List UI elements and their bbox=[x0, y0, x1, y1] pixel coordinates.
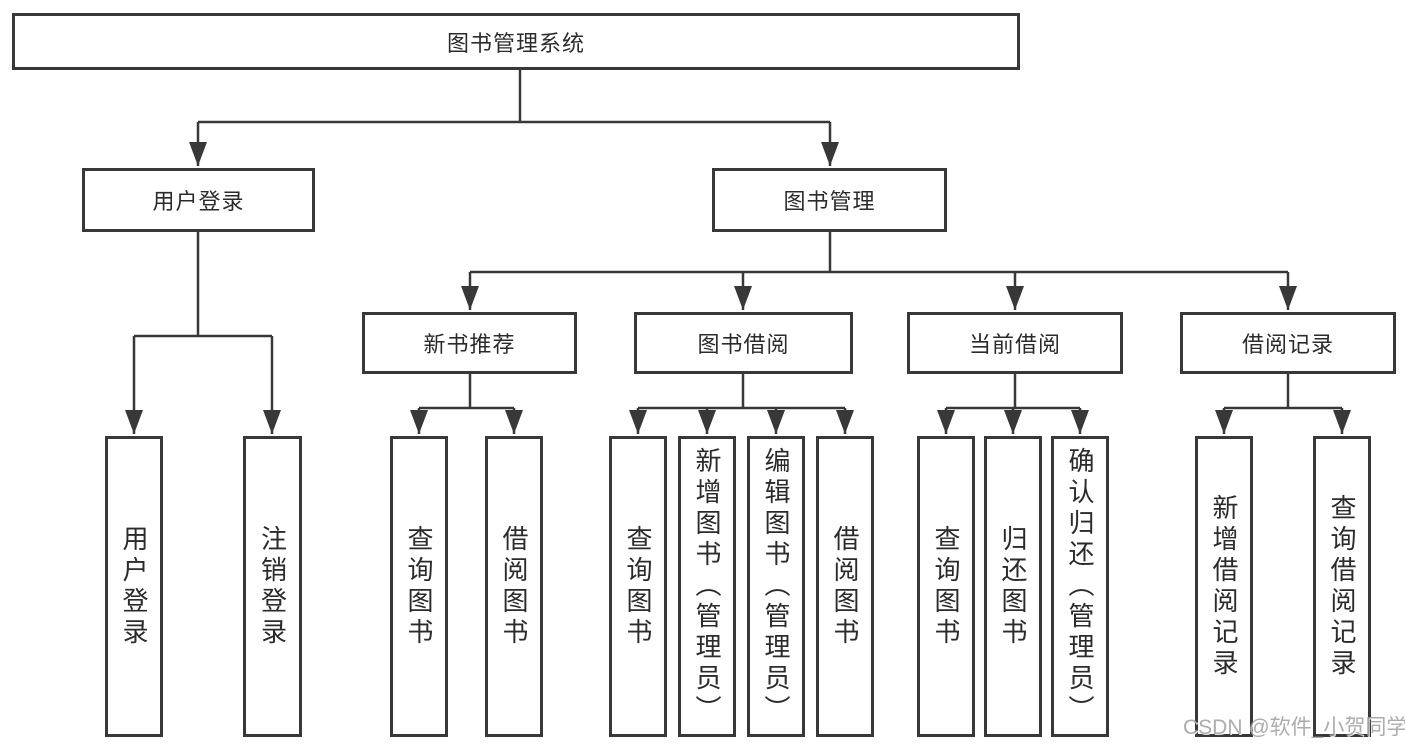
node-label: 借阅图书 bbox=[830, 524, 860, 649]
node-label: 新增图书（管理员） bbox=[692, 447, 722, 726]
node-label: 新书推荐 bbox=[423, 332, 516, 357]
node-label: 查询图书 bbox=[931, 524, 961, 649]
node-root-library-system: 图书管理系统 bbox=[12, 13, 1020, 70]
node-label: 确认归还（管理员） bbox=[1065, 447, 1095, 726]
node-label: 图书管理 bbox=[783, 189, 876, 214]
node-label: 图书借阅 bbox=[697, 332, 790, 357]
leaf-br-query-borrow-record: 查询借阅记录 bbox=[1313, 436, 1371, 737]
node-current-borrowing: 当前借阅 bbox=[907, 312, 1123, 374]
leaf-cb-return-books: 归还图书 bbox=[984, 436, 1042, 737]
node-new-book-recommend: 新书推荐 bbox=[362, 312, 577, 374]
leaf-cb-confirm-return-admin: 确认归还（管理员） bbox=[1051, 436, 1109, 737]
leaf-bb-edit-books-admin: 编辑图书（管理员） bbox=[747, 436, 805, 737]
leaf-logout-login: 注销登录 bbox=[243, 436, 302, 737]
node-label: 注销登录 bbox=[257, 524, 288, 649]
node-label: 编辑图书（管理员） bbox=[761, 447, 791, 726]
leaf-nbr-borrow-books: 借阅图书 bbox=[485, 436, 543, 737]
leaf-br-add-borrow-record: 新增借阅记录 bbox=[1195, 436, 1253, 737]
leaf-user-login: 用户登录 bbox=[105, 436, 163, 737]
node-label: 查询借阅记录 bbox=[1327, 493, 1357, 680]
leaf-bb-query-books: 查询图书 bbox=[609, 436, 667, 737]
node-label: 借阅记录 bbox=[1241, 332, 1334, 357]
node-label: 图书管理系统 bbox=[446, 30, 585, 56]
node-label: 借阅图书 bbox=[499, 524, 529, 649]
leaf-bb-borrow-books: 借阅图书 bbox=[816, 436, 874, 737]
csdn-watermark: CSDN @软件_小贺同学 bbox=[1183, 716, 1405, 739]
node-label: 用户登录 bbox=[152, 189, 245, 214]
node-label: 查询图书 bbox=[404, 524, 434, 649]
node-label: 归还图书 bbox=[998, 524, 1028, 649]
node-user-login: 用户登录 bbox=[82, 168, 315, 232]
node-label: 当前借阅 bbox=[968, 332, 1061, 357]
node-book-management: 图书管理 bbox=[712, 168, 947, 232]
node-label: 查询图书 bbox=[623, 524, 653, 649]
node-book-borrowing: 图书借阅 bbox=[634, 312, 853, 374]
leaf-nbr-query-books: 查询图书 bbox=[390, 436, 448, 737]
node-borrowing-records: 借阅记录 bbox=[1180, 312, 1396, 374]
node-label: 用户登录 bbox=[119, 524, 149, 649]
leaf-bb-add-books-admin: 新增图书（管理员） bbox=[678, 436, 736, 737]
leaf-cb-query-books: 查询图书 bbox=[917, 436, 975, 737]
node-label: 新增借阅记录 bbox=[1209, 493, 1239, 680]
